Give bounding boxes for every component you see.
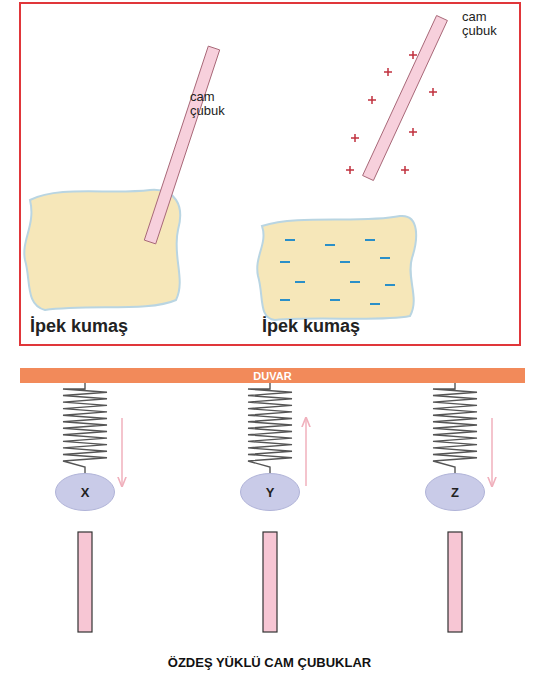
ball-label: Y — [266, 485, 275, 500]
motion-arrow — [491, 418, 493, 486]
spring — [433, 383, 477, 473]
plus-sign — [401, 166, 409, 174]
negative-charges — [280, 240, 395, 304]
minus-sign — [285, 239, 295, 241]
rod-label: cam çubuk — [190, 90, 238, 119]
charged-rod — [78, 532, 92, 632]
plus-sign — [409, 128, 417, 136]
silk-cloth — [257, 216, 416, 320]
panel-frame — [20, 3, 520, 345]
wall-label: DUVAR — [253, 370, 291, 382]
wall-band: DUVAR — [20, 368, 525, 383]
caption: ÖZDEŞ YÜKLÜ CAM ÇUBUKLAR — [0, 655, 539, 670]
minus-sign — [385, 284, 395, 286]
minus-sign — [370, 303, 380, 305]
minus-sign — [325, 244, 335, 246]
cloth-label: İpek kumaş — [30, 317, 180, 337]
glass-rod — [363, 16, 448, 181]
glass-rod — [144, 46, 219, 244]
minus-sign — [380, 257, 390, 259]
charged-ball: X — [55, 473, 115, 511]
plus-sign — [351, 134, 359, 142]
spring — [63, 383, 107, 473]
plus-sign — [409, 51, 417, 59]
charged-rod — [448, 532, 462, 632]
minus-sign — [280, 299, 290, 301]
minus-sign — [330, 299, 340, 301]
minus-sign — [340, 261, 350, 263]
spring — [248, 383, 292, 473]
minus-sign — [350, 281, 360, 283]
ball-label: X — [81, 485, 90, 500]
minus-sign — [365, 239, 375, 241]
ball-label: Z — [451, 485, 459, 500]
plus-sign — [384, 68, 392, 76]
motion-arrow — [305, 418, 307, 486]
minus-sign — [280, 261, 290, 263]
plus-sign — [368, 96, 376, 104]
positive-charges — [346, 51, 437, 174]
plus-sign — [346, 166, 354, 174]
plus-sign — [429, 88, 437, 96]
minus-sign — [295, 281, 305, 283]
charged-ball: Y — [240, 473, 300, 511]
cloth-label: İpek kumaş — [262, 317, 412, 337]
motion-arrow — [121, 418, 123, 486]
rod-label: cam çubuk — [462, 10, 510, 39]
charged-rod — [263, 532, 277, 632]
charged-ball: Z — [425, 473, 485, 511]
